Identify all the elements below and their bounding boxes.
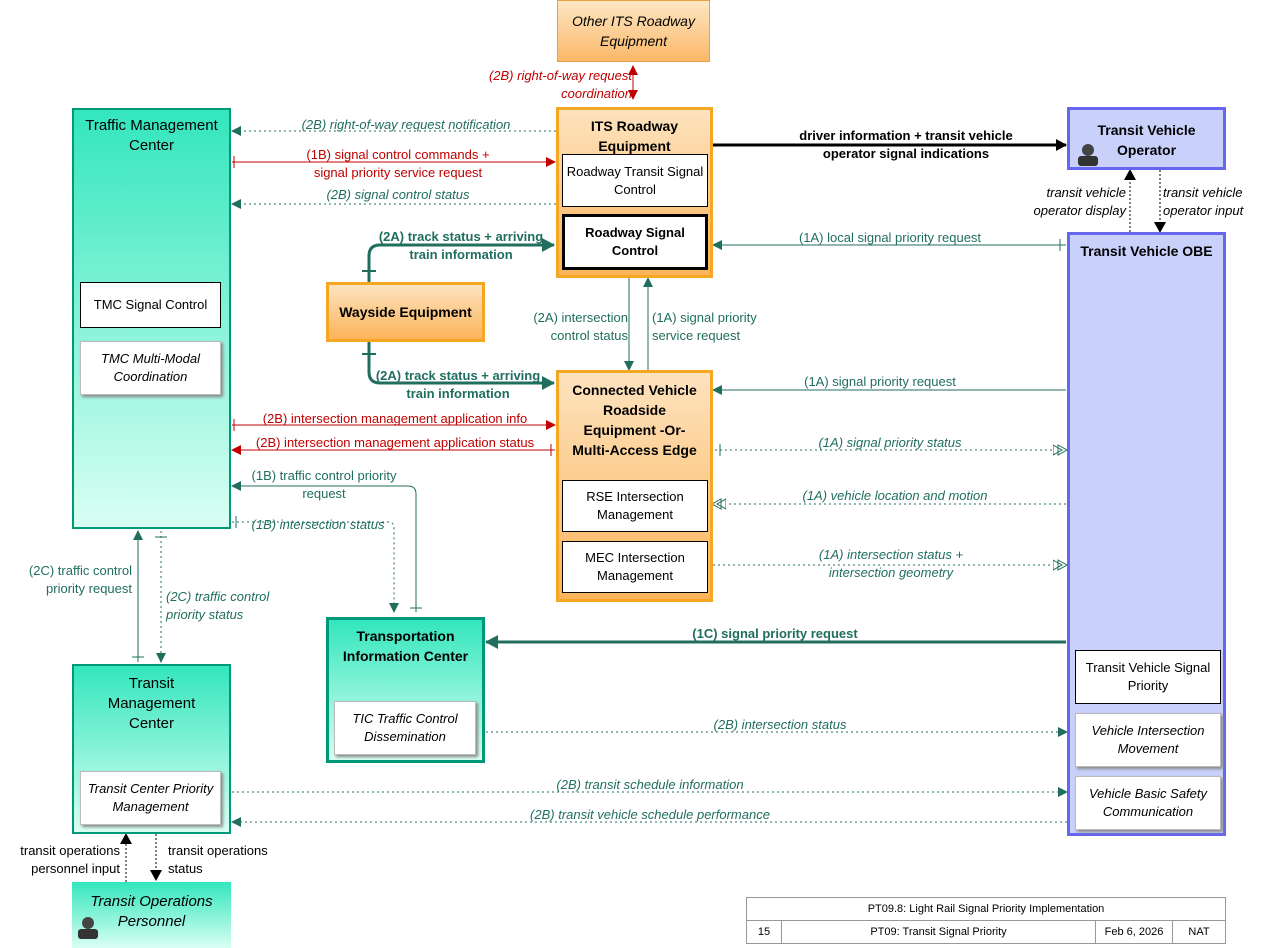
flow-intersection-control-status: (2A) intersection control status: [533, 310, 628, 343]
flow-driver-information: driver information + transit vehicle ope…: [799, 128, 1013, 161]
person-icon: [1078, 144, 1098, 166]
connected-vehicle-roadside-equipment[interactable]: Connected Vehicle Roadside Equipment -Or…: [556, 370, 713, 602]
flow-vehicle-location: (1A) vehicle location and motion: [802, 488, 988, 503]
vehicle-intersection-movement[interactable]: Vehicle Intersection Movement: [1075, 713, 1221, 767]
flow-intersection-status-1b: (1B) intersection status: [251, 517, 385, 532]
flow-signal-control-commands: (1B) signal control commands + signal pr…: [306, 147, 490, 180]
tmc-multimodal-coordination[interactable]: TMC Multi-Modal Coordination: [80, 341, 221, 395]
flow-traffic-control-priority-request-1b: (1B) traffic control priority request: [251, 468, 397, 501]
transit-vehicle-signal-priority[interactable]: Transit Vehicle Signal Priority: [1075, 650, 1221, 704]
flow-transit-schedule-performance: (2B) transit vehicle schedule performanc…: [530, 807, 770, 822]
flow-ops-status: transit operations status: [168, 843, 268, 876]
flow-track-status-lower: (2A) track status + arriving train infor…: [375, 368, 541, 401]
mec-intersection-management[interactable]: MEC Intersection Management: [562, 541, 708, 593]
tic-traffic-control-dissemination[interactable]: TIC Traffic Control Dissemination: [334, 701, 476, 755]
transit-operations-personnel[interactable]: Transit Operations Personnel: [72, 882, 231, 948]
flow-operator-input: transit vehicle operator input: [1163, 185, 1244, 218]
title-block-title: PT09.8: Light Rail Signal Priority Imple…: [746, 897, 1226, 921]
its-roadway-equipment[interactable]: ITS Roadway Equipment Roadway Transit Si…: [556, 107, 713, 278]
traffic-management-center[interactable]: Traffic Management Center TMC Signal Con…: [72, 108, 231, 529]
flow-track-status-upper: (2A) track status + arriving train infor…: [378, 229, 544, 262]
title-block-package: PT09: Transit Signal Priority: [781, 920, 1096, 944]
flow-intersection-status-geometry: (1A) intersection status + intersection …: [818, 547, 964, 580]
transit-management-center[interactable]: Transit Management Center Transit Center…: [72, 664, 231, 834]
transit-obe-label: Transit Vehicle OBE: [1080, 243, 1213, 259]
its-roadway-label: ITS Roadway Equipment: [590, 118, 679, 154]
transit-vehicle-obe[interactable]: Transit Vehicle OBE Transit Vehicle Sign…: [1067, 232, 1226, 836]
transit-center-priority-management[interactable]: Transit Center Priority Management: [80, 771, 221, 825]
transit-ops-personnel-label: Transit Operations Personnel: [90, 893, 213, 930]
tmc-label: Traffic Management Center: [85, 117, 218, 154]
vehicle-basic-safety-communication[interactable]: Vehicle Basic Safety Communication: [1075, 776, 1221, 830]
flow-intersection-status-2b: (2B) intersection status: [713, 717, 847, 732]
flow-ops-personnel-input: transit operations personnel input: [20, 843, 120, 876]
person-icon: [78, 917, 98, 939]
flow-im-app-status: (2B) intersection management application…: [255, 435, 535, 450]
wayside-label: Wayside Equipment: [339, 304, 472, 320]
flow-im-app-info: (2B) intersection management application…: [262, 411, 528, 426]
tic-label: Transportation Information Center: [342, 628, 469, 664]
rse-intersection-management[interactable]: RSE Intersection Management: [562, 480, 708, 532]
transit-mgmt-label: Transit Management Center: [107, 675, 196, 732]
flow-signal-control-status: (2B) signal control status: [326, 187, 470, 202]
title-block: PT09.8: Light Rail Signal Priority Imple…: [746, 897, 1226, 944]
flow-operator-display: transit vehicle operator display: [1033, 185, 1127, 218]
cv-rse-label: Connected Vehicle Roadside Equipment -Or…: [572, 382, 697, 458]
roadway-signal-control[interactable]: Roadway Signal Control: [562, 214, 708, 270]
flow-signal-priority-service-request: (1A) signal priority service request: [652, 310, 757, 343]
flow-row-notification: (2B) right-of-way request notification: [301, 117, 511, 132]
flow-signal-priority-request-1a: (1A) signal priority request: [804, 374, 956, 389]
flow-tc-priority-status-2c: (2C) traffic control priority status: [166, 589, 270, 622]
transit-operator-label: Transit Vehicle Operator: [1097, 122, 1196, 158]
transportation-information-center[interactable]: Transportation Information Center TIC Tr…: [326, 617, 485, 763]
other-its-label: Other ITS Roadway Equipment: [572, 13, 695, 49]
title-block-page: 15: [746, 920, 782, 944]
flow-signal-priority-request-1c: (1C) signal priority request: [692, 626, 858, 641]
flow-tc-priority-request-2c: (2C) traffic control priority request: [28, 563, 132, 596]
other-its-roadway-equipment[interactable]: Other ITS Roadway Equipment: [557, 0, 710, 62]
transit-vehicle-operator[interactable]: Transit Vehicle Operator: [1067, 107, 1226, 170]
wayside-equipment[interactable]: Wayside Equipment: [326, 282, 485, 342]
title-block-scope: NAT: [1172, 920, 1226, 944]
roadway-transit-signal-control[interactable]: Roadway Transit Signal Control: [562, 154, 708, 207]
title-block-date: Feb 6, 2026: [1095, 920, 1173, 944]
flow-row-coordination: (2B) right-of-way request coordination: [488, 68, 632, 101]
flow-transit-schedule-information: (2B) transit schedule information: [556, 777, 744, 792]
tmc-signal-control[interactable]: TMC Signal Control: [80, 282, 221, 328]
flow-local-signal-priority-request: (1A) local signal priority request: [798, 230, 982, 245]
flow-signal-priority-status: (1A) signal priority status: [818, 435, 962, 450]
